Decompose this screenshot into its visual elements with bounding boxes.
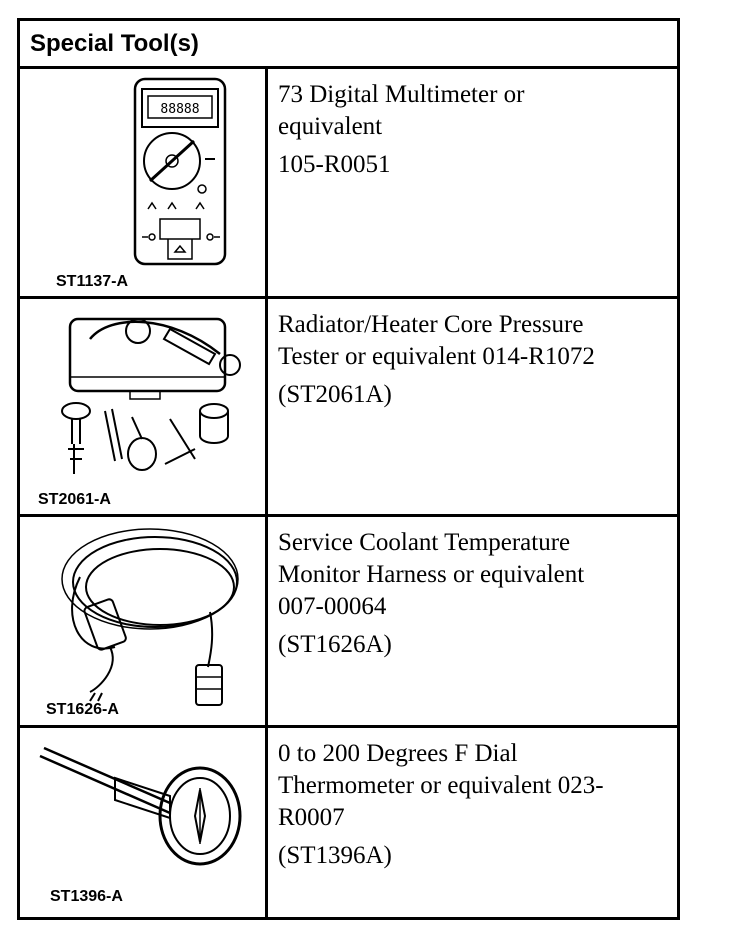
tool-code: ST1626-A: [46, 701, 119, 718]
tool-illustration-cell: 88888 ST1137-A: [20, 69, 268, 296]
svg-text:88888: 88888: [160, 102, 199, 117]
special-tools-table: Special Tool(s) 88888: [17, 18, 680, 920]
description-line: Tester or equivalent 014-R1072: [278, 343, 595, 370]
description-line: Thermometer or equivalent 023-: [278, 772, 604, 799]
table-row: 88888 ST1137-A 73 Digital Multimeter or …: [20, 69, 677, 299]
pressure-tester-icon: [61, 317, 241, 474]
tool-description: Service Coolant Temperature Monitor Harn…: [278, 527, 669, 661]
tool-description: 73 Digital Multimeter or equivalent 105-…: [278, 79, 669, 181]
tool-illustration-cell: ST1626-A: [20, 517, 268, 725]
description-line: R0007: [278, 804, 345, 831]
description-line: 007-00064: [278, 593, 387, 620]
tool-reference: (ST1626A): [278, 631, 392, 658]
table-row: ST2061-A Radiator/Heater Core Pressure T…: [20, 299, 677, 517]
dial-thermometer-icon: [39, 746, 242, 866]
tool-code: ST1396-A: [50, 888, 123, 905]
description-line: 0 to 200 Degrees F Dial: [278, 740, 518, 767]
table-row: ST1396-A 0 to 200 Degrees F Dial Thermom…: [20, 728, 677, 917]
tool-reference: (ST2061A): [278, 381, 392, 408]
table-row: ST1626-A Service Coolant Temperature Mon…: [20, 517, 677, 728]
tool-reference: (ST1396A): [278, 842, 392, 869]
description-line: Service Coolant Temperature: [278, 529, 571, 556]
multimeter-icon: 88888: [133, 77, 227, 266]
tool-code: ST1137-A: [56, 273, 129, 290]
description-line: 73 Digital Multimeter or: [278, 81, 525, 108]
harness-icon: [61, 528, 239, 706]
tool-description: 0 to 200 Degrees F Dial Thermometer or e…: [278, 738, 669, 872]
tool-illustration-cell: ST1396-A: [20, 728, 268, 917]
description-line: Monitor Harness or equivalent: [278, 561, 585, 588]
description-line: Radiator/Heater Core Pressure: [278, 311, 584, 338]
tool-code: ST2061-A: [38, 491, 111, 508]
tool-illustration-cell: ST2061-A: [20, 299, 268, 514]
tool-description: Radiator/Heater Core Pressure Tester or …: [278, 309, 669, 411]
description-line: equivalent: [278, 113, 383, 140]
table-header: Special Tool(s): [20, 21, 677, 69]
tool-reference: 105-R0051: [278, 151, 391, 178]
